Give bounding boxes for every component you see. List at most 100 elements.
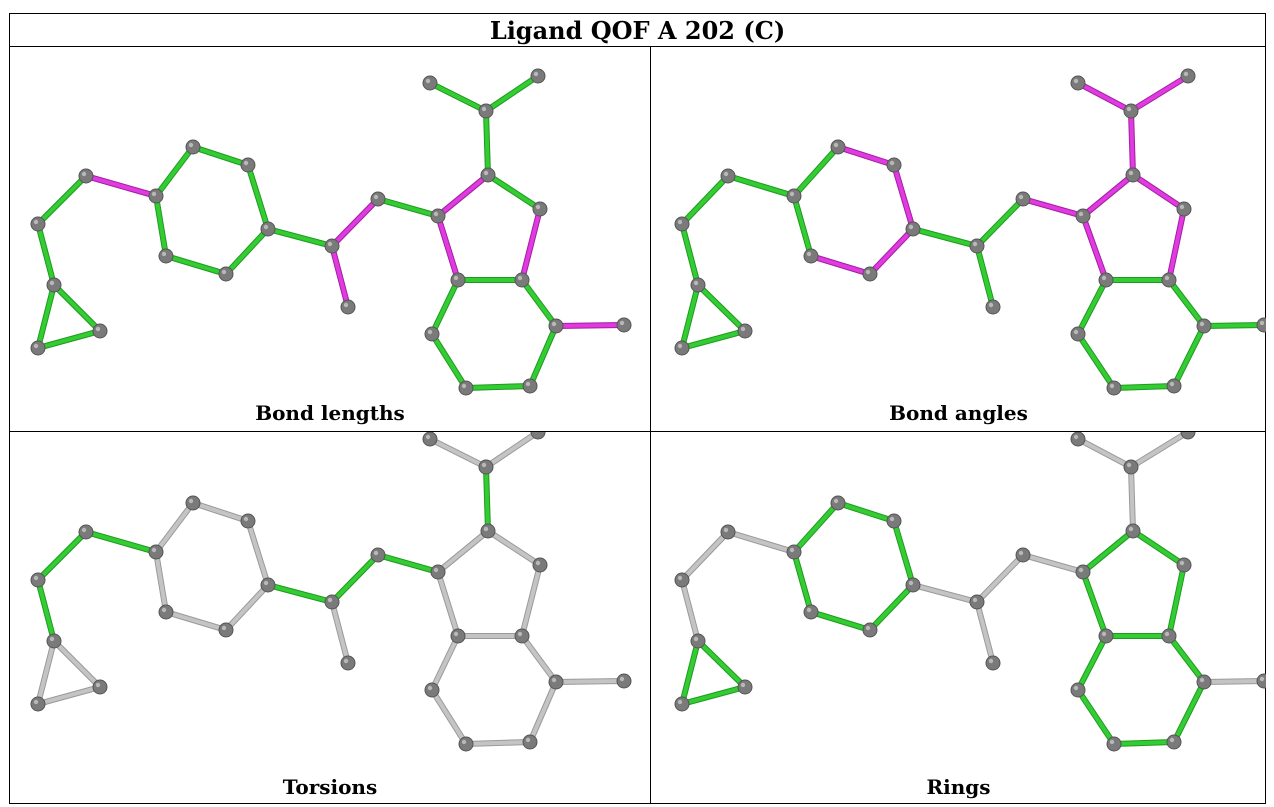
bond-ok xyxy=(1081,570,1108,638)
bond-ok xyxy=(164,254,228,276)
atom-highlight xyxy=(343,658,349,664)
atom xyxy=(905,577,921,593)
bond-ok xyxy=(266,583,334,604)
atom xyxy=(185,139,201,155)
atom-highlight xyxy=(908,580,914,586)
bond-ok xyxy=(792,501,840,554)
bond-unassessed xyxy=(246,519,270,587)
atom xyxy=(1123,459,1139,475)
atom xyxy=(30,696,46,712)
atom-highlight xyxy=(1164,275,1170,281)
atom-highlight xyxy=(517,631,523,637)
bond-ok xyxy=(680,685,747,706)
panel-bond-lengths: Bond lengths xyxy=(10,48,650,431)
atom xyxy=(450,628,466,644)
atom xyxy=(1098,272,1114,288)
atom xyxy=(674,696,690,712)
atom-highlight xyxy=(865,625,871,631)
bond-ok xyxy=(1112,740,1176,746)
atom-highlight xyxy=(1126,462,1132,468)
caption-bond-lengths: Bond lengths xyxy=(255,401,405,425)
bond-ok xyxy=(975,244,995,309)
atom-highlight xyxy=(1109,739,1115,745)
atom xyxy=(530,68,546,84)
atom xyxy=(985,299,1001,315)
atom xyxy=(158,604,174,620)
atom-highlight xyxy=(551,321,557,327)
atom-highlight xyxy=(988,302,994,308)
bond-outlier xyxy=(436,214,460,282)
bonds-group xyxy=(679,73,1266,391)
bond-ok xyxy=(680,283,700,350)
atom xyxy=(737,323,753,339)
atom-highlight xyxy=(49,280,55,286)
atom xyxy=(30,340,46,356)
atom xyxy=(720,524,736,540)
bond-ok xyxy=(1076,332,1116,390)
atom-highlight xyxy=(433,211,439,217)
bond-ok xyxy=(1076,634,1108,692)
atom-highlight xyxy=(677,343,683,349)
atom xyxy=(458,380,474,396)
atom xyxy=(30,572,46,588)
atom-highlight xyxy=(525,737,531,743)
atom xyxy=(370,547,386,563)
atom xyxy=(674,340,690,356)
bond-ok xyxy=(528,324,558,388)
bond-ok xyxy=(266,227,334,248)
atom-highlight xyxy=(427,685,433,691)
bond-unassessed xyxy=(191,501,250,523)
atom-highlight xyxy=(677,699,683,705)
bond-unassessed xyxy=(520,634,558,684)
atom-highlight xyxy=(1101,275,1107,281)
bond-ok xyxy=(84,530,158,554)
atom-highlight xyxy=(373,550,379,556)
bond-ok xyxy=(680,639,700,706)
atom-highlight xyxy=(551,677,557,683)
atom xyxy=(548,674,564,690)
atom-highlight xyxy=(33,219,39,225)
atom xyxy=(1166,734,1182,750)
atom xyxy=(1075,208,1091,224)
bond-ok xyxy=(836,501,896,523)
bond-unassessed xyxy=(464,740,532,746)
atom xyxy=(862,266,878,282)
atom xyxy=(720,168,736,184)
atom xyxy=(548,318,564,334)
atom-highlight xyxy=(161,251,167,257)
atom xyxy=(1070,75,1086,91)
bond-ok xyxy=(376,553,440,574)
atom xyxy=(514,628,530,644)
bond-unassessed xyxy=(1202,679,1266,684)
bond-unassessed xyxy=(154,501,195,554)
bonds-group xyxy=(35,73,627,391)
atom xyxy=(422,432,438,447)
atom-highlight xyxy=(619,676,625,682)
bond-ok xyxy=(696,283,747,333)
atom xyxy=(1166,378,1182,394)
atom xyxy=(340,299,356,315)
atom xyxy=(969,594,985,610)
atom xyxy=(480,523,496,539)
bond-outlier xyxy=(1129,109,1135,177)
atom-highlight xyxy=(535,560,541,566)
atom-highlight xyxy=(461,383,467,389)
atom-highlight xyxy=(889,516,895,522)
bond-unassessed xyxy=(154,550,168,614)
atom xyxy=(1106,736,1122,752)
bond-unassessed xyxy=(1129,465,1135,533)
bond-outlier xyxy=(892,163,915,231)
atom xyxy=(1125,167,1141,183)
atom xyxy=(985,655,1001,671)
bond-unassessed xyxy=(436,529,490,574)
atom-highlight xyxy=(525,381,531,387)
row-divider xyxy=(10,431,1265,432)
column-divider xyxy=(650,47,651,804)
atom-highlight xyxy=(988,658,994,664)
atom-highlight xyxy=(865,269,871,275)
bond-ok xyxy=(975,197,1025,248)
bond-unassessed xyxy=(528,680,558,744)
bond-ok xyxy=(36,222,56,287)
atom xyxy=(830,139,846,155)
bond-ok xyxy=(376,197,440,218)
